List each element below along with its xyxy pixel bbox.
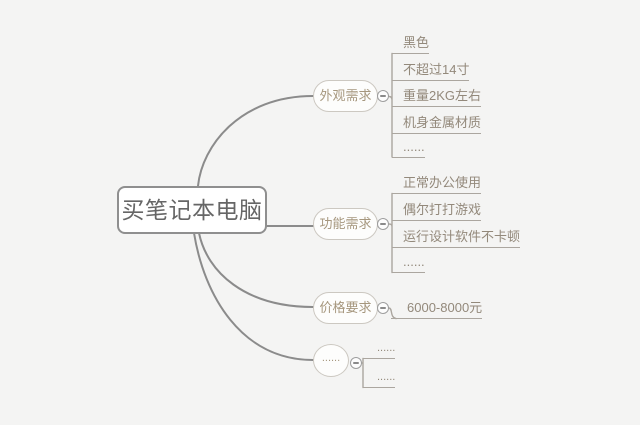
leaf-node[interactable]: ...... bbox=[363, 367, 396, 388]
minus-icon bbox=[380, 307, 386, 309]
minus-icon bbox=[353, 362, 359, 364]
minus-icon bbox=[380, 95, 386, 97]
connector-root-appearance bbox=[197, 95, 314, 187]
root-node[interactable]: 买笔记本电脑 bbox=[117, 186, 267, 234]
stem-function bbox=[388, 192, 393, 274]
leaf-node[interactable]: 正常办公使用 bbox=[392, 173, 482, 194]
leaf-node[interactable]: ...... bbox=[363, 338, 396, 359]
leaf-node[interactable]: 机身金属材质 bbox=[392, 113, 482, 134]
collapse-button-function[interactable] bbox=[377, 218, 389, 230]
branch-node-function[interactable]: 功能需求 bbox=[313, 208, 378, 240]
branch-node-other[interactable]: ...... bbox=[313, 344, 349, 377]
branch-node-price[interactable]: 价格要求 bbox=[313, 292, 378, 324]
leaf-node[interactable]: 偶尔打打游戏 bbox=[392, 200, 482, 221]
leaf-node[interactable]: ...... bbox=[392, 252, 425, 273]
collapse-button-other[interactable] bbox=[350, 357, 362, 369]
leaf-node[interactable]: 不超过14寸 bbox=[392, 60, 470, 81]
connector-root-price bbox=[198, 232, 314, 308]
stem-appearance bbox=[388, 52, 393, 158]
leaf-node[interactable]: 6000-8000元 bbox=[391, 298, 483, 319]
branch-node-appearance[interactable]: 外观需求 bbox=[313, 80, 378, 112]
collapse-button-price[interactable] bbox=[377, 302, 389, 314]
collapse-button-appearance[interactable] bbox=[377, 90, 389, 102]
leaf-node[interactable]: ...... bbox=[392, 137, 425, 158]
connector-root-other bbox=[193, 232, 314, 361]
leaf-node[interactable]: 黑色 bbox=[392, 33, 430, 54]
leaf-node[interactable]: 重量2KG左右 bbox=[392, 86, 482, 107]
leaf-node[interactable]: 运行设计软件不卡顿 bbox=[392, 227, 521, 248]
minus-icon bbox=[380, 223, 386, 225]
